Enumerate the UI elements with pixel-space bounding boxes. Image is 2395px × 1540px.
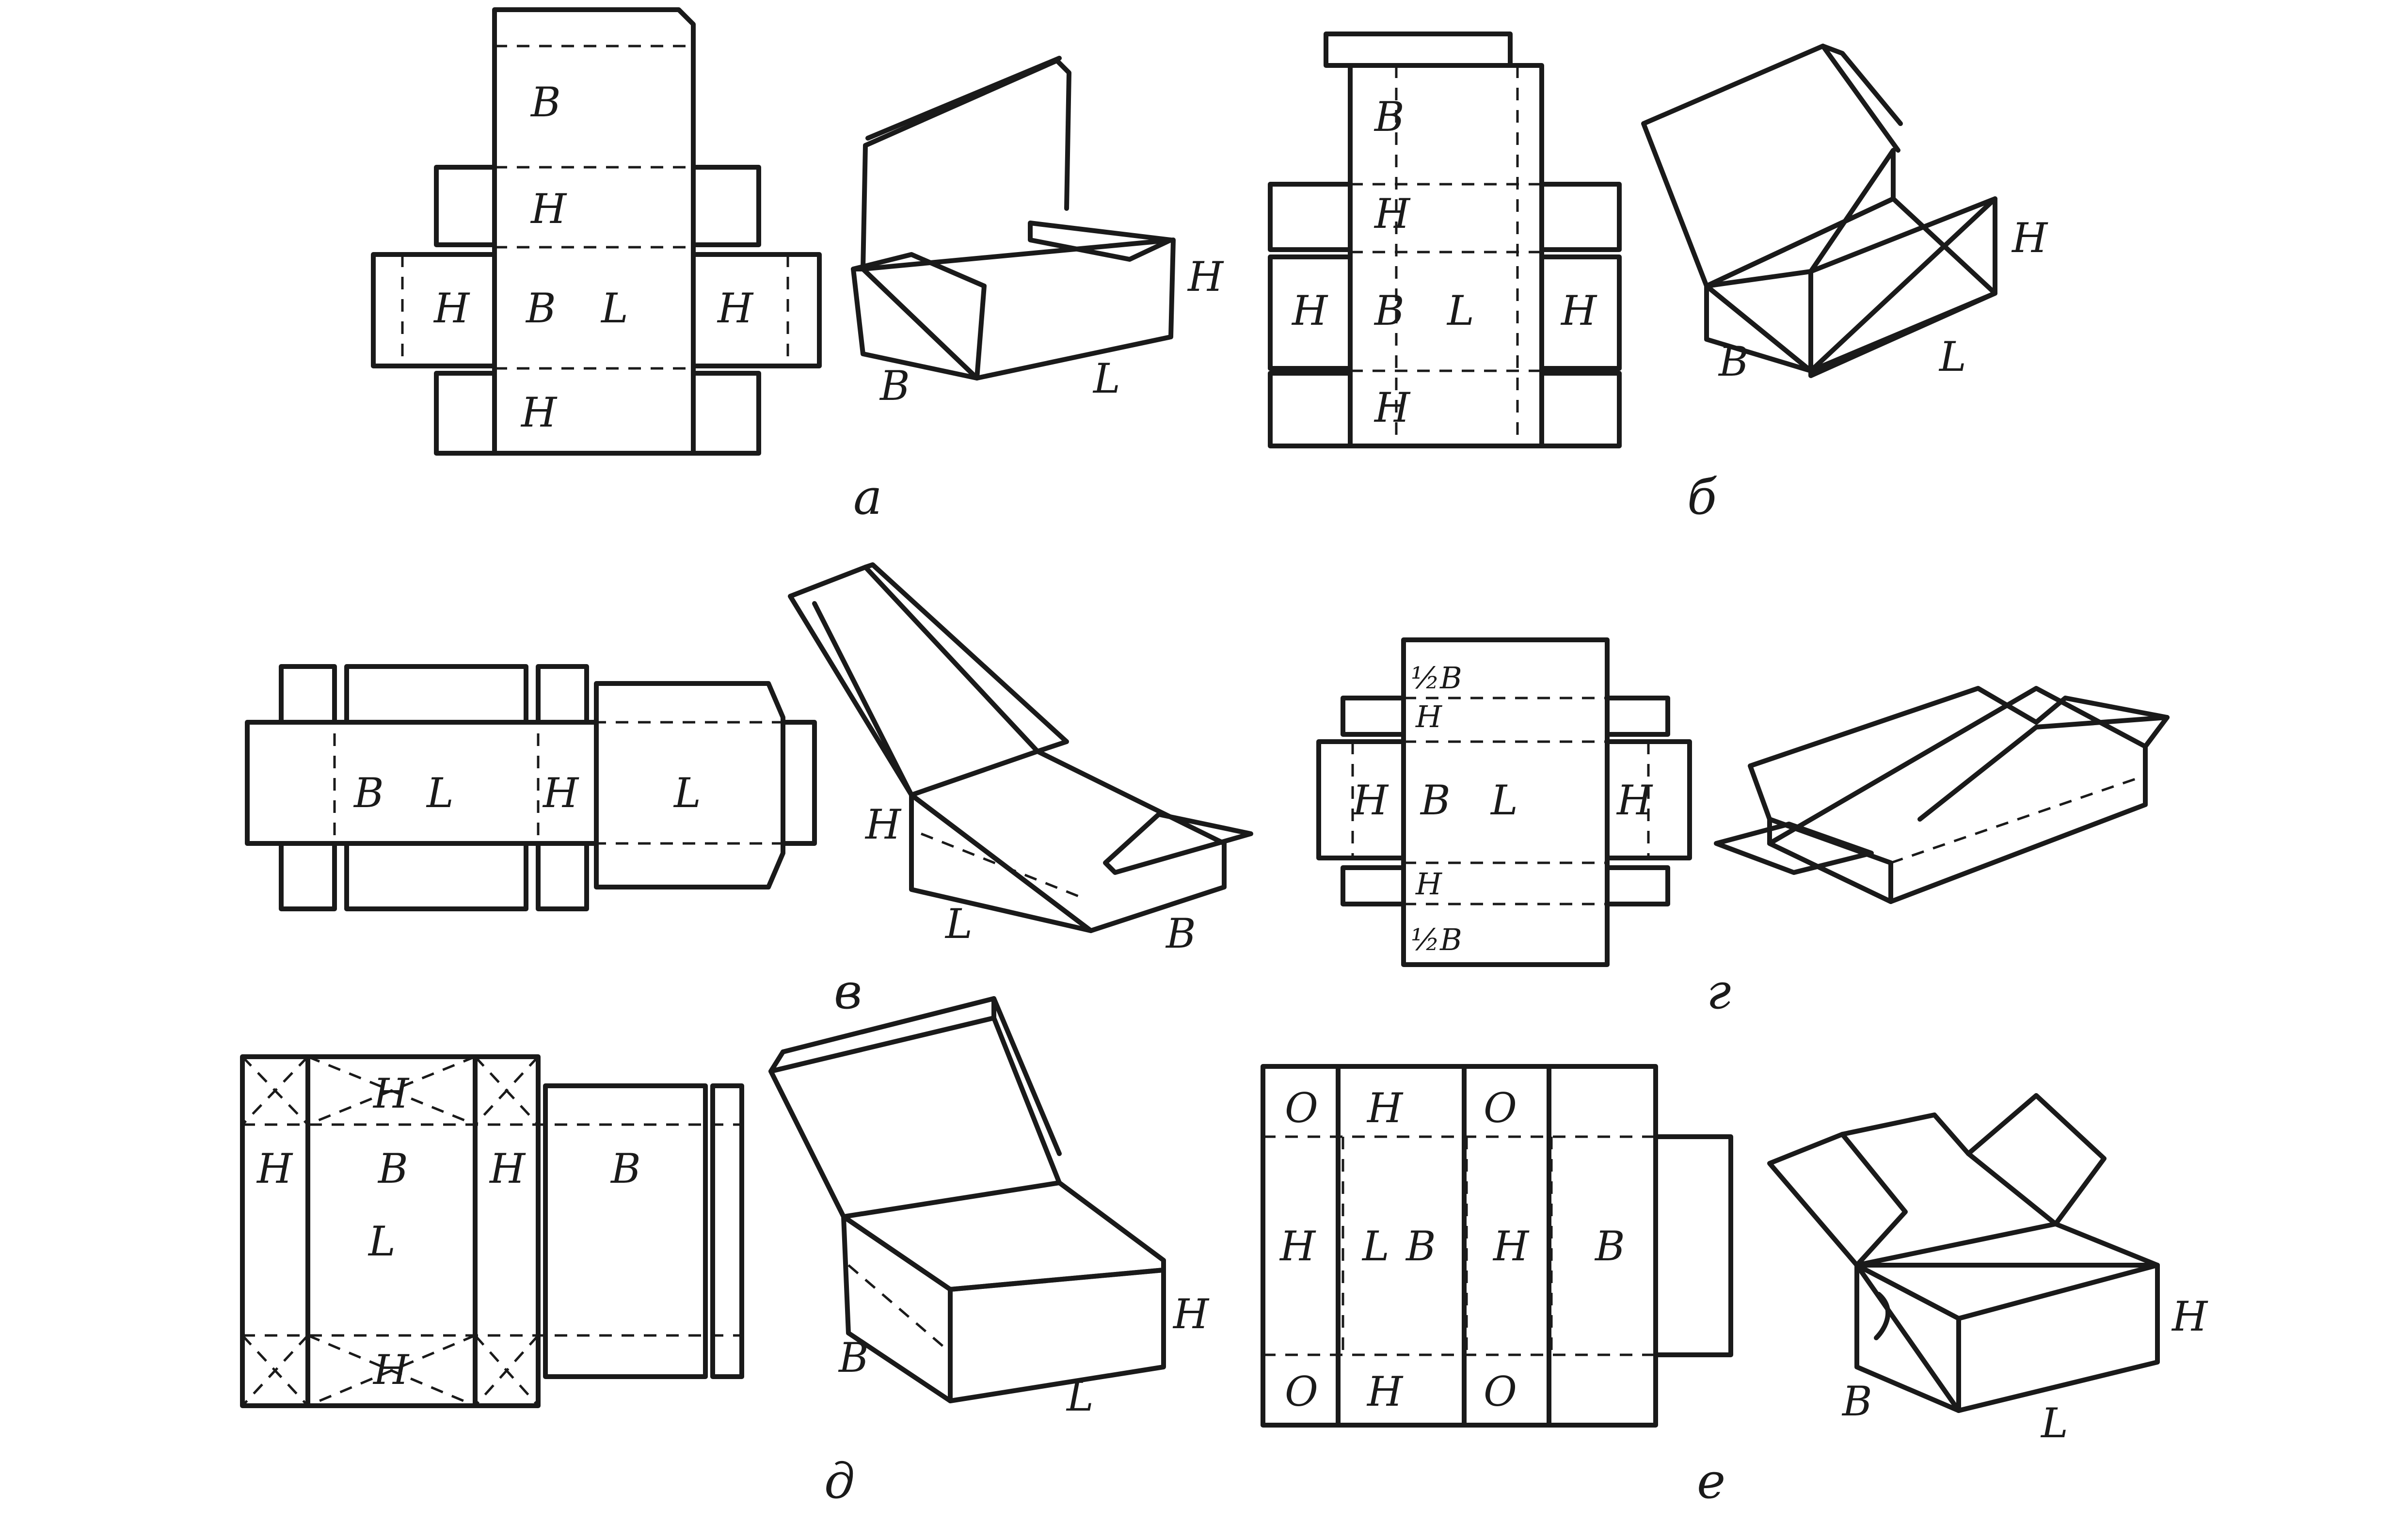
panel-b-box: B L H bbox=[1641, 44, 2048, 385]
label-h: H bbox=[2171, 1293, 2208, 1340]
label-l: L bbox=[426, 769, 454, 817]
label-b: B bbox=[525, 285, 556, 332]
label-l: L bbox=[367, 1218, 396, 1265]
panel-g-blank: ½B H H B L H H ½B bbox=[1316, 637, 1692, 967]
label-h: H bbox=[1291, 287, 1328, 334]
label-h: H bbox=[1187, 253, 1224, 301]
label-b: B bbox=[1165, 910, 1196, 957]
label-h: H bbox=[530, 185, 567, 233]
label-l: L bbox=[1446, 287, 1474, 334]
label-h: H bbox=[864, 801, 902, 848]
label-b: B bbox=[353, 769, 384, 817]
label-h: H bbox=[256, 1145, 293, 1192]
label-b: B bbox=[1405, 1222, 1436, 1270]
caption-v: в bbox=[834, 963, 862, 1020]
label-h: H bbox=[433, 285, 470, 332]
panel-v-box: H L B bbox=[788, 562, 1253, 957]
label-o: O bbox=[1285, 1084, 1318, 1132]
label-l: L bbox=[1938, 333, 1966, 381]
label-o: O bbox=[1285, 1368, 1318, 1415]
label-h: H bbox=[1492, 1222, 1530, 1270]
label-h: H bbox=[1172, 1290, 1210, 1338]
label-h: H bbox=[2011, 214, 2048, 262]
panel-v-blank: B L H L bbox=[245, 664, 817, 911]
label-b: B bbox=[1373, 287, 1405, 334]
label-l: L bbox=[2040, 1399, 2068, 1447]
label-h: H bbox=[1279, 1222, 1316, 1270]
label-h: H bbox=[1373, 190, 1411, 238]
panel-e-blank: O H O H L B H B O H O bbox=[1261, 1064, 1733, 1428]
panel-d-box: B L H bbox=[768, 996, 1210, 1420]
label-h: H bbox=[1366, 1084, 1404, 1132]
caption-d: д bbox=[824, 1453, 855, 1509]
label-o: O bbox=[1484, 1084, 1517, 1132]
caption-a: а bbox=[853, 469, 882, 525]
label-b: B bbox=[838, 1334, 869, 1381]
label-l: L bbox=[1490, 777, 1518, 824]
caption-g: г bbox=[1707, 963, 1731, 1020]
label-l: L bbox=[1361, 1222, 1389, 1270]
label-h: H bbox=[520, 389, 558, 436]
label-b: B bbox=[879, 362, 910, 410]
panel-b-blank: B H H B L H H bbox=[1268, 32, 1622, 448]
label-h: H bbox=[1560, 287, 1597, 334]
panel-d-blank: H H B H B L H bbox=[240, 1054, 744, 1408]
panel-a-blank: B H H B L H H bbox=[371, 7, 822, 456]
label-l: L bbox=[600, 285, 628, 332]
panel-e-box: B L H bbox=[1767, 1093, 2208, 1447]
caption-b: б bbox=[1687, 469, 1717, 525]
label-h: H bbox=[1352, 777, 1389, 824]
label-h: H bbox=[1415, 866, 1443, 902]
label-b: B bbox=[377, 1145, 408, 1192]
caption-e: е bbox=[1697, 1453, 1725, 1509]
label-b: B bbox=[530, 79, 561, 126]
label-l: L bbox=[673, 769, 701, 817]
label-l: L bbox=[1092, 355, 1120, 402]
label-h: H bbox=[542, 769, 579, 817]
label-b: B bbox=[1420, 777, 1451, 824]
panel-g-box bbox=[1714, 686, 2170, 904]
label-h: H bbox=[717, 285, 754, 332]
label-h: H bbox=[372, 1346, 410, 1394]
label-h: H bbox=[489, 1145, 526, 1192]
label-l: L bbox=[944, 900, 973, 948]
label-h: H bbox=[372, 1070, 410, 1117]
label-b: B bbox=[1841, 1378, 1872, 1425]
panel-a-box: B L H bbox=[851, 56, 1224, 410]
label-h: H bbox=[1366, 1368, 1404, 1415]
label-b: B bbox=[1373, 93, 1405, 141]
label-half-b: ½B bbox=[1411, 660, 1462, 696]
label-o: O bbox=[1484, 1368, 1517, 1415]
label-half-b: ½B bbox=[1411, 922, 1462, 957]
label-b: B bbox=[610, 1145, 641, 1192]
label-h: H bbox=[1373, 384, 1411, 431]
label-h: H bbox=[1415, 699, 1443, 734]
label-b: B bbox=[1718, 338, 1749, 385]
label-l: L bbox=[1066, 1373, 1094, 1420]
label-b: B bbox=[1594, 1222, 1625, 1270]
label-h: H bbox=[1616, 777, 1653, 824]
